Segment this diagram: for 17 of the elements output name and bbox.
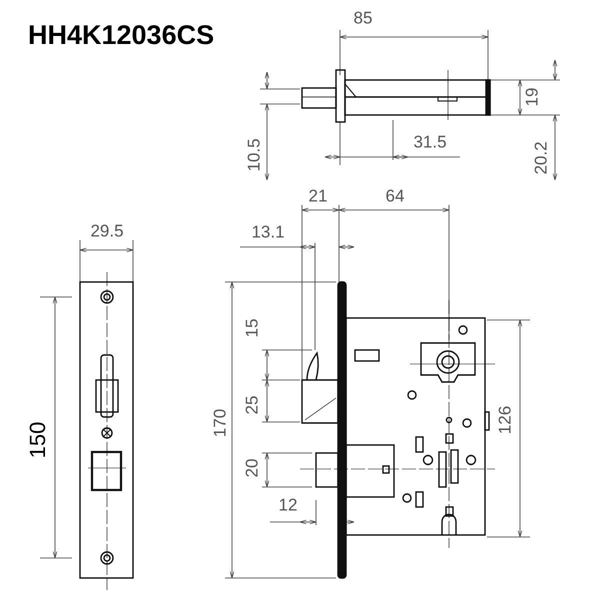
dimension-value: 20.2 — [532, 141, 550, 175]
dimension-value: 19 — [524, 88, 540, 106]
dimension-value: 150 — [27, 422, 49, 458]
dimension-value: 13.1 — [251, 224, 285, 240]
dimension-value: 10.5 — [246, 138, 262, 172]
dimension-value: 170 — [212, 408, 228, 438]
dimension-value: 29.5 — [90, 222, 124, 240]
title: HH4K12036CS — [28, 22, 214, 49]
dimension-value: 126 — [496, 406, 514, 434]
dimension-value: 25 — [244, 396, 260, 414]
dimension-value: 12 — [278, 496, 298, 514]
dimension-value: 15 — [244, 318, 260, 338]
dimension-value: 21 — [308, 188, 328, 204]
dimension-value: 31.5 — [413, 134, 447, 150]
dimension-value: 20 — [244, 458, 260, 478]
dimension-value: 64 — [386, 188, 404, 204]
dimension-value: 85 — [354, 10, 372, 26]
